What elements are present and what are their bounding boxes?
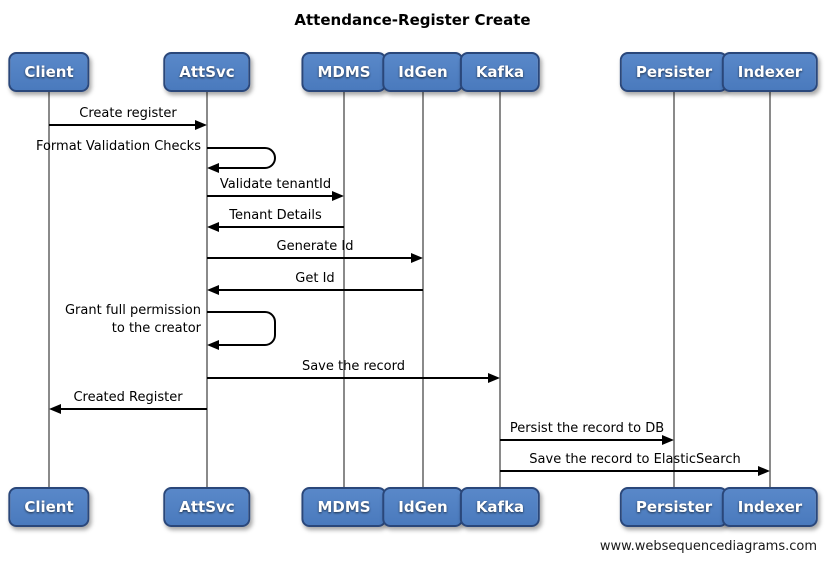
- actor-box-indexer-bottom: Indexer: [721, 487, 819, 527]
- actor-box-mdms-top: MDMS: [301, 52, 387, 92]
- arrowhead-icon: [662, 435, 674, 445]
- watermark-text: www.websequencediagrams.com: [599, 539, 817, 554]
- actor-box-attsvc-bottom: AttSvc: [163, 487, 251, 527]
- self-message-label-6: Grant full permission to the creator: [64, 303, 201, 336]
- actor-box-kafka-bottom: Kafka: [459, 487, 541, 527]
- self-message-label-1: Format Validation Checks: [35, 139, 201, 154]
- arrowhead-icon: [411, 253, 423, 263]
- self-message-arrow-attsvc-1: [207, 147, 277, 169]
- message-label-7: Save the record: [301, 359, 406, 374]
- arrowhead-icon: [49, 404, 61, 414]
- message-label-3: Tenant Details: [229, 208, 322, 223]
- arrowhead-icon: [758, 466, 770, 476]
- actor-box-persister-top: Persister: [619, 52, 729, 92]
- arrowhead-icon: [207, 340, 219, 350]
- actor-box-client-top: Client: [8, 52, 90, 92]
- actor-box-client-bottom: Client: [8, 487, 90, 527]
- message-label-5: Get Id: [295, 271, 335, 286]
- actor-box-idgen-bottom: IdGen: [382, 487, 464, 527]
- message-label-2: Validate tenantId: [219, 177, 332, 192]
- actor-box-kafka-top: Kafka: [459, 52, 541, 92]
- diagram-title: Attendance-Register Create: [294, 11, 531, 29]
- self-message-arrow-attsvc-6: [207, 311, 276, 346]
- message-label-10: Save the record to ElasticSearch: [529, 452, 741, 467]
- arrowhead-icon: [488, 373, 500, 383]
- message-label-9: Persist the record to DB: [509, 421, 665, 436]
- arrowhead-icon: [207, 285, 219, 295]
- actor-box-idgen-top: IdGen: [382, 52, 464, 92]
- arrowhead-icon: [195, 120, 207, 130]
- message-label-0: Create register: [79, 106, 177, 121]
- message-label-8: Created Register: [73, 390, 183, 405]
- arrowhead-icon: [332, 191, 344, 201]
- actor-box-indexer-top: Indexer: [721, 52, 819, 92]
- arrowhead-icon: [207, 222, 219, 232]
- actor-box-persister-bottom: Persister: [619, 487, 729, 527]
- arrowhead-icon: [207, 163, 219, 173]
- message-label-4: Generate Id: [276, 239, 354, 254]
- actor-box-mdms-bottom: MDMS: [301, 487, 387, 527]
- actor-box-attsvc-top: AttSvc: [163, 52, 251, 92]
